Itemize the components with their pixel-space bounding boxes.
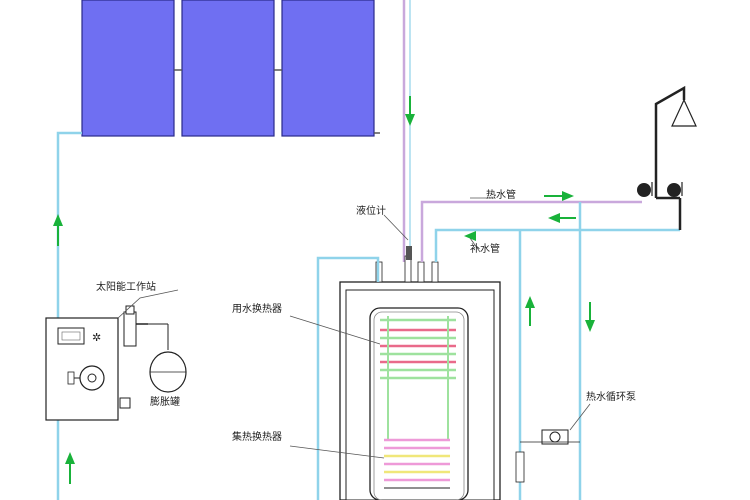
arrow-icon-down-right: [405, 114, 415, 126]
inner-tank: [369, 307, 469, 500]
storage-tank: [339, 246, 501, 500]
tank-left-pipe: [316, 256, 380, 500]
collector-supply-pipe: [56, 131, 380, 500]
collector-heat-exchanger: [384, 438, 450, 489]
solar-collector-panels: [81, 0, 375, 137]
label-makeup-water-pipe: 补水管: [470, 242, 500, 255]
flow-arrows: [53, 96, 595, 484]
arrow-icon-right-hot: [562, 191, 574, 201]
collector-return-pipe: [402, 0, 411, 262]
arrow-icon-up-left-1: [53, 214, 63, 226]
label-expansion-tank: 膨胀罐: [150, 395, 180, 408]
arrow-icon-left-makeup: [548, 213, 560, 223]
hot-water-pipe: [420, 200, 642, 262]
solar-panel-3: [281, 0, 375, 137]
label-level-gauge: 液位计: [356, 204, 386, 217]
solar-station-controller: ✲: [45, 305, 148, 421]
arrow-icon-up-left-2: [65, 452, 75, 464]
arrow-icon-down-pipe: [585, 320, 595, 332]
label-collector-heat-exchanger: 集热换热器: [232, 430, 282, 443]
label-circulation-pump: 热水循环泵: [586, 390, 636, 403]
pump-icon: [515, 429, 580, 483]
expansion-tank-icon: [146, 323, 187, 393]
arrow-icon-up-tank: [525, 296, 535, 308]
solar-panel-1: [81, 0, 175, 137]
label-usage-heat-exchanger: 用水换热器: [232, 302, 282, 315]
valve-icon: [637, 183, 651, 197]
level-gauge-icon: [406, 246, 412, 260]
label-solar-station: 太阳能工作站: [96, 280, 156, 293]
makeup-water-pipe: [434, 202, 680, 500]
controller-valve-icon: [123, 311, 137, 347]
label-hot-water-pipe: 热水管: [486, 188, 516, 201]
usage-heat-exchanger: [380, 316, 456, 440]
arrow-icon-left-makeup-2: [464, 231, 476, 241]
controller-button-icon: ✲: [92, 331, 101, 344]
shower-assembly: [654, 85, 686, 230]
valve-icon-2: [667, 183, 681, 197]
solar-panel-2: [181, 0, 275, 137]
shower-head-icon: [671, 98, 697, 127]
